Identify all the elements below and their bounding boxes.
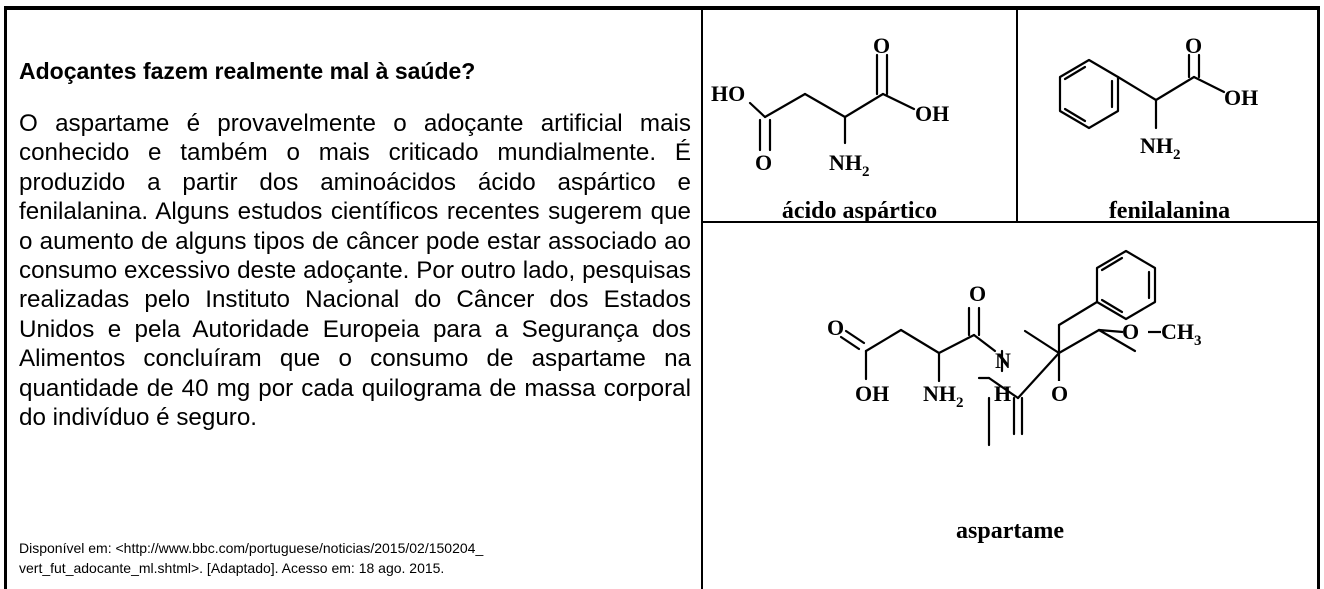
aspartic-acid-carbonyl-o-label: O [873, 33, 890, 58]
phenylalanine-amine-label: NH2 [1140, 133, 1181, 163]
aspartame-amide-o-label: O [969, 281, 986, 306]
aspartic-acid-caption: ácido aspártico [781, 198, 938, 224]
phenylalanine-carbonyl-o-label: O [1185, 33, 1202, 58]
source-line-2: vert_fut_adocante_ml.shtml>. [Adaptado].… [19, 560, 445, 576]
aspartame-ester-o-label: O [1122, 319, 1139, 344]
aspartame-oh-label: OH [855, 381, 889, 406]
aspartame-caption: aspartame [956, 518, 1064, 544]
aspartic-acid-side-o-label: O [755, 150, 772, 175]
aspartic-acid-ho-label: HO [711, 81, 745, 106]
aspartame-acid-o-label: O [827, 315, 844, 340]
structures-panel: HO O OH O NH2 ácido aspártico [703, 10, 1317, 589]
structure-divider-horizontal [703, 221, 1317, 223]
aspartame-carbonyl-o-label: O [1051, 381, 1068, 406]
aspartame-methyl-label: CH3 [1161, 319, 1202, 349]
aspartame-n-label: N [995, 348, 1011, 373]
aspartame-amine-label: NH2 [923, 381, 964, 411]
source-citation: Disponível em: <http://www.bbc.com/portu… [19, 538, 691, 578]
aspartic-acid-structure: HO O OH O NH2 [703, 10, 1016, 190]
aspartic-acid-amine-label: NH2 [829, 150, 870, 180]
article-panel: Adoçantes fazem realmente mal à saúde? O… [7, 10, 701, 589]
column-divider [701, 10, 703, 589]
aspartic-acid-oh-label: OH [915, 101, 949, 126]
phenylalanine-caption: fenilalanina [1108, 198, 1231, 224]
article-body: O aspartame é provavelmente o adoçante a… [19, 110, 691, 432]
phenylalanine-oh-label: OH [1224, 85, 1258, 110]
figure-frame: Adoçantes fazem realmente mal à saúde? O… [4, 6, 1320, 589]
source-line-1: Disponível em: <http://www.bbc.com/portu… [19, 540, 484, 556]
aspartame-structure: O O N H O CH3 OH NH2 O [793, 223, 1233, 483]
aspartame-h-label: H [994, 381, 1011, 406]
structure-divider-vertical [1016, 10, 1018, 221]
article-title: Adoçantes fazem realmente mal à saúde? [19, 58, 476, 84]
phenylalanine-structure: O OH NH2 [1018, 10, 1321, 190]
